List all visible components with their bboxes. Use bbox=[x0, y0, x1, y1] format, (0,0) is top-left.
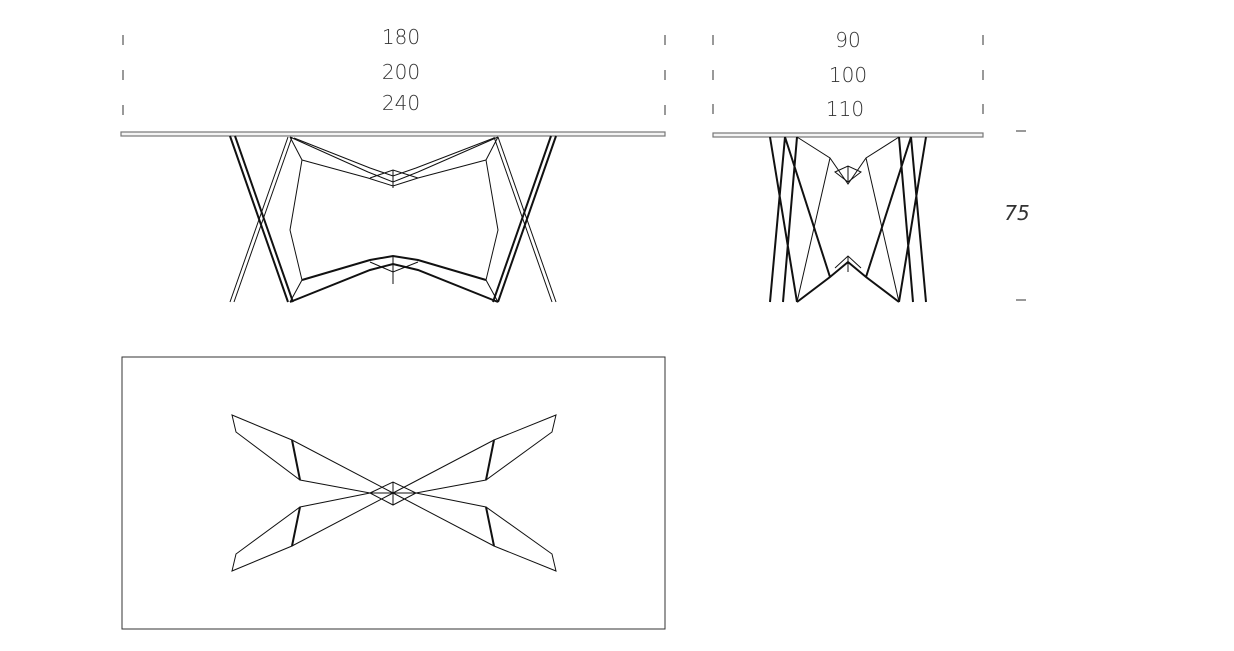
leg bbox=[493, 136, 557, 303]
base-center bbox=[368, 481, 418, 506]
width-90: 90 bbox=[835, 28, 860, 52]
front-dimensions: 180 200 240 bbox=[122, 25, 666, 115]
tabletop-outline bbox=[121, 356, 666, 630]
tabletop-side bbox=[712, 132, 984, 138]
base-arm bbox=[231, 492, 394, 572]
frame bbox=[289, 136, 303, 303]
leg bbox=[229, 136, 293, 303]
frame bbox=[289, 262, 499, 303]
side-dimensions: 90 100 110 75 bbox=[712, 28, 1030, 301]
leg bbox=[769, 136, 831, 303]
side-view bbox=[712, 132, 984, 303]
length-180: 180 bbox=[382, 25, 420, 49]
width-110: 110 bbox=[826, 97, 864, 121]
frame bbox=[369, 256, 419, 284]
base-arm bbox=[231, 414, 394, 494]
base-arm bbox=[392, 414, 557, 494]
front-view bbox=[120, 131, 666, 303]
width-100: 100 bbox=[829, 63, 867, 87]
leg bbox=[865, 136, 927, 303]
tabletop-front bbox=[120, 131, 666, 137]
frame bbox=[301, 254, 487, 281]
base-arm bbox=[392, 492, 557, 572]
frame bbox=[796, 136, 900, 303]
base-joint bbox=[291, 439, 495, 547]
frame bbox=[834, 255, 862, 272]
frame bbox=[485, 136, 499, 303]
frame bbox=[834, 165, 862, 183]
length-200: 200 bbox=[382, 60, 420, 84]
height-75: 75 bbox=[1004, 201, 1029, 225]
length-240: 240 bbox=[382, 91, 420, 115]
frame bbox=[369, 169, 419, 188]
plan-view bbox=[121, 356, 666, 630]
